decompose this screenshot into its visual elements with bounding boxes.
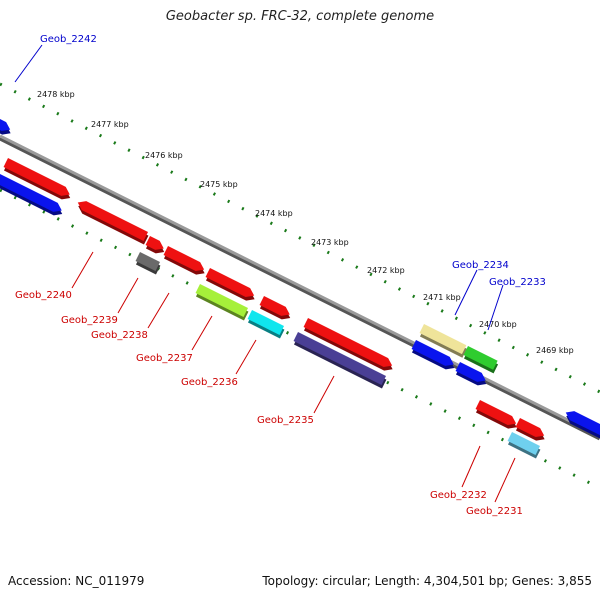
gene-label-geob-2232: Geob_2232 xyxy=(430,490,487,501)
gene-block-face xyxy=(259,296,290,316)
map-title: Geobacter sp. FRC-32, complete genome xyxy=(165,9,435,24)
gene-block-geob-2234 xyxy=(419,324,467,358)
gene-label-geob-2237: Geob_2237 xyxy=(136,353,193,364)
gene-block-geob-2240 xyxy=(77,201,149,245)
ruler-label: 2470 kbp xyxy=(479,320,517,329)
ruler-label: 2473 kbp xyxy=(311,238,349,247)
leader-line xyxy=(313,375,335,414)
gene-block-geob-2231 xyxy=(507,432,541,459)
gene-label-geob-2239: Geob_2239 xyxy=(61,315,118,326)
gene-features xyxy=(0,116,600,459)
gene-block-blue xyxy=(411,340,455,370)
gene-label-geob-2231: Geob_2231 xyxy=(466,506,523,517)
leader-line xyxy=(454,269,478,316)
gene-labels: Geob_2242 Geob_2234 Geob_2233 Geob_2240 … xyxy=(15,34,546,517)
gene-block-geob-2233 xyxy=(463,346,499,374)
gene-block-face xyxy=(411,340,454,366)
gene-label-geob-2235: Geob_2235 xyxy=(257,415,314,426)
accession-text: Accession: NC_011979 xyxy=(8,574,145,588)
gene-block-face xyxy=(565,411,600,437)
ruler-label: 2476 kbp xyxy=(145,151,183,160)
gene-block-face xyxy=(205,268,255,298)
ruler-label: 2474 kbp xyxy=(255,209,293,218)
gene-block-face xyxy=(135,252,160,271)
gene-block-geob-2239 xyxy=(135,252,161,275)
gene-block-face xyxy=(455,362,486,382)
gene-block-geob-2242 xyxy=(0,116,11,135)
ruler-label: 2469 kbp xyxy=(536,346,574,355)
gene-block-face xyxy=(0,172,62,212)
gene-label-geob-2242: Geob_2242 xyxy=(40,34,97,45)
gene-block-face xyxy=(77,201,149,241)
gene-block-geob-2232 xyxy=(475,400,517,429)
gene-label-geob-2238: Geob_2238 xyxy=(91,330,148,341)
gene-block-red-2 xyxy=(259,296,291,320)
gene-block-face xyxy=(419,324,467,355)
gene-block-face xyxy=(247,310,285,335)
label-leader-lines xyxy=(14,44,516,503)
gene-block-geob-2237 xyxy=(195,284,249,321)
leader-line xyxy=(14,44,43,83)
gene-block-geob-2241 xyxy=(3,158,71,200)
gene-label-geob-2233: Geob_2233 xyxy=(489,277,546,288)
ruler-labels: 2478 kbp 2477 kbp 2476 kbp 2475 kbp 2474… xyxy=(37,90,574,355)
leader-line xyxy=(461,445,481,488)
gene-block-face xyxy=(463,346,498,370)
gene-block-geob-2235 xyxy=(293,332,387,389)
gene-label-geob-2240: Geob_2240 xyxy=(15,290,72,301)
gene-block-face xyxy=(195,284,248,317)
genome-summary-text: Topology: circular; Length: 4,304,501 bp… xyxy=(262,574,592,588)
gene-block-face xyxy=(145,236,164,250)
gene-block-face xyxy=(515,418,545,438)
gene-label-geob-2234: Geob_2234 xyxy=(452,260,509,271)
leader-line xyxy=(191,315,213,351)
ruler-label: 2475 kbp xyxy=(200,180,238,189)
leader-line xyxy=(487,284,504,331)
gene-block-face xyxy=(475,400,517,426)
outer-ruler-line xyxy=(0,82,600,394)
gene-block-face xyxy=(3,158,70,196)
gene-block-red-3 xyxy=(303,318,393,371)
gene-block-small xyxy=(145,236,165,254)
gene-block-face xyxy=(0,116,11,132)
gene-block-blue-2 xyxy=(455,362,487,386)
gene-label-geob-2236: Geob_2236 xyxy=(181,377,238,388)
genome-backbone-shadow xyxy=(0,135,600,441)
leader-line xyxy=(147,292,170,329)
gene-block-blue-3 xyxy=(565,411,600,440)
gene-block-face xyxy=(303,318,393,368)
leader-line xyxy=(494,457,516,503)
gene-block-geob-2236 xyxy=(247,310,285,339)
leader-line xyxy=(117,277,139,314)
leader-line xyxy=(235,339,257,375)
gene-block-face xyxy=(163,246,205,272)
leader-line xyxy=(71,251,94,289)
ruler-label: 2471 kbp xyxy=(423,293,461,302)
gene-block-geob-2238 xyxy=(163,246,205,275)
ruler-label: 2478 kbp xyxy=(37,90,75,99)
gene-block-face xyxy=(293,332,387,385)
genome-backbone xyxy=(0,134,600,438)
gene-block-red xyxy=(205,268,255,301)
ruler-label: 2472 kbp xyxy=(367,266,405,275)
ruler-label: 2477 kbp xyxy=(91,120,129,129)
gene-block-face xyxy=(507,432,541,455)
gene-block-geob-2240-neighbor xyxy=(0,172,63,216)
gene-block-red-4 xyxy=(515,418,545,441)
